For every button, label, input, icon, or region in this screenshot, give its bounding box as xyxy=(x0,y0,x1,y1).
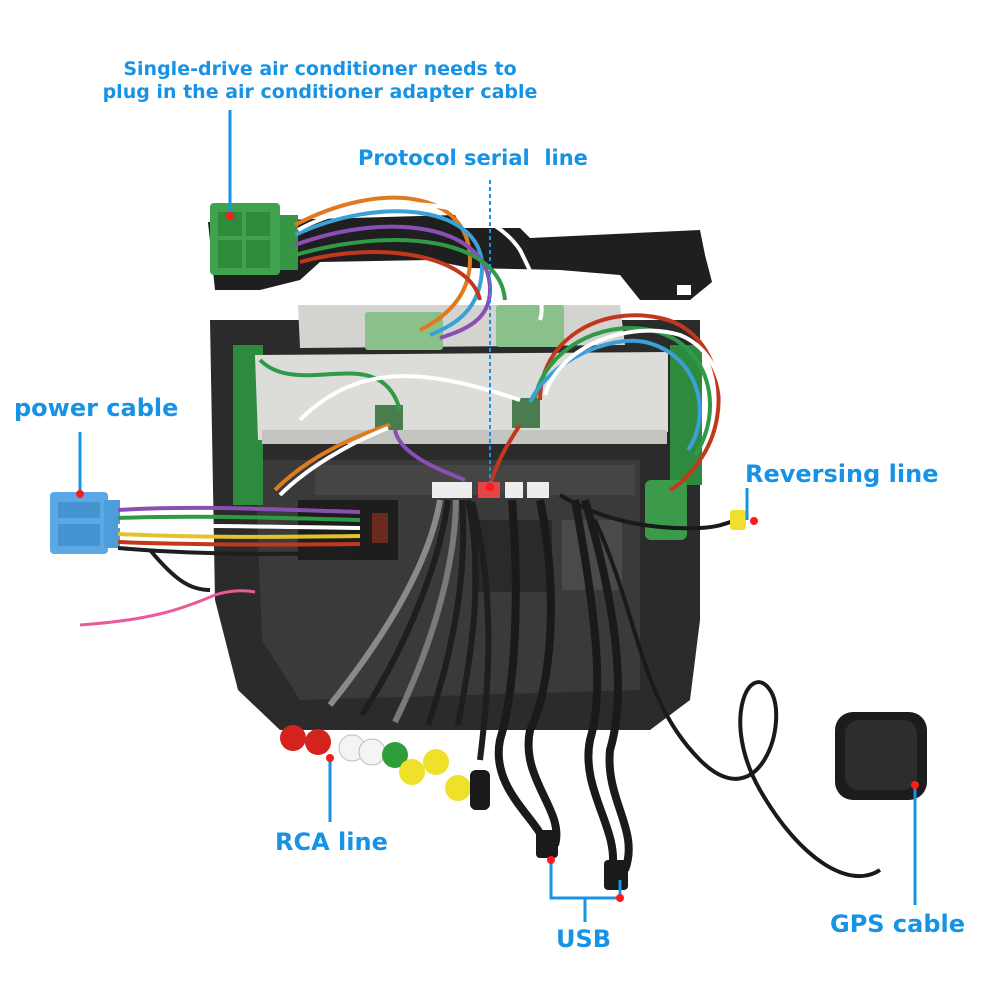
top-bracket xyxy=(208,215,712,300)
ac-adapter-label-line2: plug in the air conditioner adapter cabl… xyxy=(102,81,538,103)
shield-edge xyxy=(262,430,667,444)
shield-lower xyxy=(255,352,668,440)
reversing-plug xyxy=(730,510,746,530)
usb-label: USB xyxy=(556,925,612,953)
usb-plug-left xyxy=(536,830,558,858)
ac-adapter-label: Single-drive air conditioner needs to pl… xyxy=(0,58,640,104)
rca-line-label: RCA line xyxy=(275,828,388,856)
marker-dots xyxy=(76,212,919,902)
bracket-slot-left xyxy=(224,292,238,302)
power-wire-bundle xyxy=(117,505,361,592)
shield-connector-2 xyxy=(512,398,540,428)
callout-lines xyxy=(78,110,917,922)
right-wire-bundle xyxy=(528,313,726,492)
reversing-pcb xyxy=(645,480,687,540)
ac-adapter-label-line1: Single-drive air conditioner needs to xyxy=(123,58,517,80)
power-connector xyxy=(50,492,120,554)
gps-antenna-top xyxy=(845,720,917,790)
protocol-serial-label: Protocol serial line xyxy=(358,146,588,170)
power-cable-label: power cable xyxy=(14,394,179,422)
usb-cables xyxy=(494,498,633,872)
gps-cable-label: GPS cable xyxy=(830,910,966,938)
center-wire-bundle xyxy=(258,358,522,497)
rca-cables xyxy=(327,499,492,761)
ac-connector xyxy=(210,203,298,275)
fuse xyxy=(372,513,388,543)
bracket-slot-right xyxy=(677,285,691,295)
rca-plugs xyxy=(280,725,490,810)
ac-wire-bundle xyxy=(294,195,544,340)
gps-cable xyxy=(593,519,882,879)
board-connector-left xyxy=(365,312,443,350)
board-connector-right xyxy=(496,305,564,347)
reversing-line-label: Reversing line xyxy=(745,460,939,488)
front-plugs xyxy=(432,482,549,498)
center-vent xyxy=(315,465,635,495)
usb-plug-right xyxy=(604,860,628,890)
pink-wire xyxy=(79,589,256,627)
